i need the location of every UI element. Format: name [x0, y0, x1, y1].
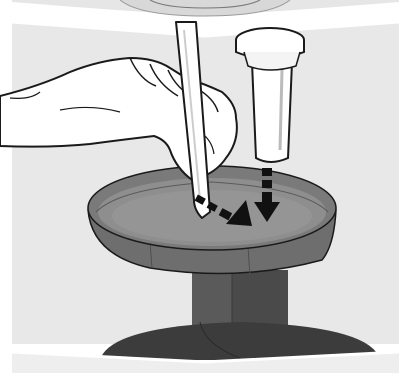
juicer-bowl: [88, 166, 336, 276]
previous-panel: [12, 0, 399, 16]
